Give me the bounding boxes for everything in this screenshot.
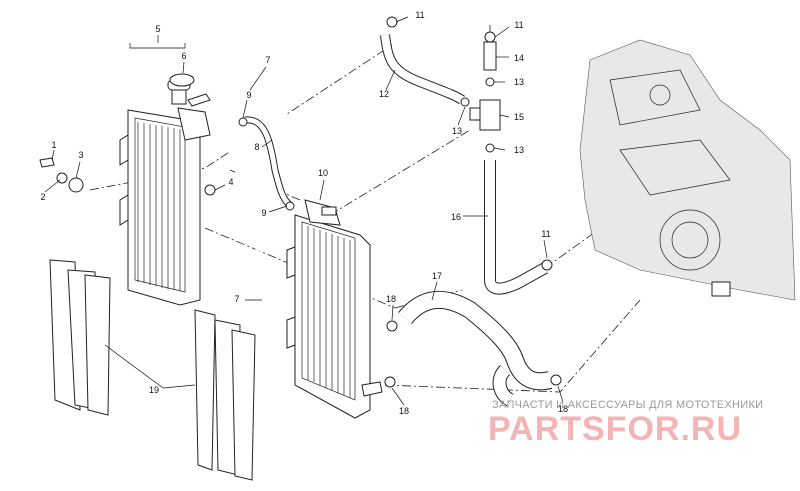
callout-17: 17 xyxy=(432,271,442,281)
callout-9-top: 9 xyxy=(246,90,251,100)
hose-12 xyxy=(380,34,465,105)
hose-16 xyxy=(469,41,548,295)
callout-1: 1 xyxy=(51,140,56,150)
callout-5: 5 xyxy=(155,24,160,34)
callout-3: 3 xyxy=(78,150,83,160)
callout-16: 16 xyxy=(451,212,461,222)
callout-11-a: 11 xyxy=(415,10,424,20)
callout-7-bottom: 7 xyxy=(234,294,239,304)
callout-19: 19 xyxy=(149,385,159,395)
callout-15: 15 xyxy=(514,112,524,122)
callout-18-c: 18 xyxy=(558,404,568,414)
callout-14: 14 xyxy=(514,53,524,63)
callout-11-c: 11 xyxy=(541,229,550,239)
callout-6: 6 xyxy=(181,51,186,61)
leader-lines xyxy=(44,16,564,406)
callout-8: 8 xyxy=(254,142,259,152)
watermark: ЗАПЧАСТИ И АКСЕССУАРЫ ДЛЯ МОТОТЕХНИКИ PA… xyxy=(488,399,763,448)
engine-block xyxy=(579,39,796,301)
hoses-7-8 xyxy=(213,81,294,336)
callout-2: 2 xyxy=(40,192,45,202)
callout-13-a: 13 xyxy=(452,126,462,136)
callout-18-b: 18 xyxy=(399,406,409,416)
callout-12: 12 xyxy=(379,89,389,99)
radiator-guards xyxy=(49,259,256,481)
watermark-logo: PARTSFOR.RU xyxy=(488,410,742,448)
left-radiator xyxy=(119,79,211,306)
callout-7-top: 7 xyxy=(265,55,270,65)
callout-9-bottom: 9 xyxy=(261,208,266,218)
callouts: 1 2 3 4 5 6 7 7 8 9 9 10 11 11 11 12 13 … xyxy=(40,10,568,416)
callout-11-b: 11 xyxy=(514,20,523,30)
callout-10: 10 xyxy=(318,168,328,178)
hose-17 xyxy=(398,291,553,407)
callout-13-c: 13 xyxy=(514,145,524,155)
callout-4: 4 xyxy=(228,177,233,187)
callout-13-b: 13 xyxy=(514,77,524,87)
callout-18-a: 18 xyxy=(386,294,396,304)
right-radiator xyxy=(286,199,383,419)
watermark-caption: ЗАПЧАСТИ И АКСЕССУАРЫ ДЛЯ МОТОТЕХНИКИ xyxy=(492,399,763,411)
